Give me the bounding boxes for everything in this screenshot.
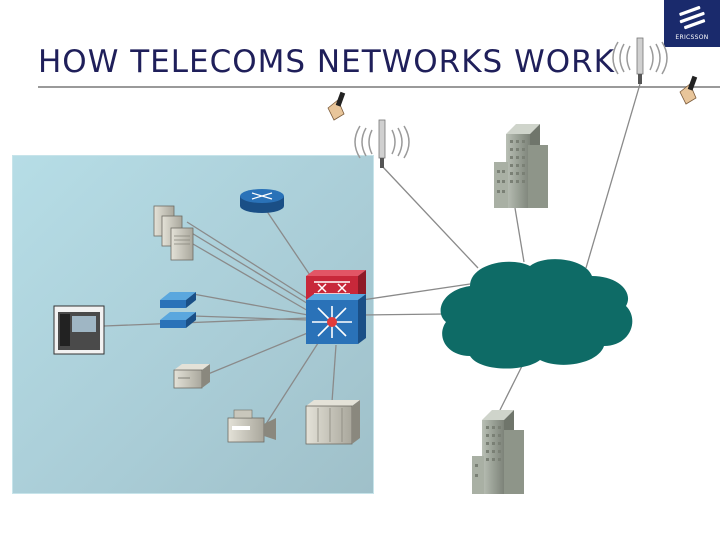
ip-phone-icon: [53, 305, 105, 355]
storage-icon: [173, 364, 210, 389]
slide-title: How telecoms networks work: [38, 44, 616, 80]
router-icon: [240, 189, 284, 213]
title-divider: [38, 86, 720, 88]
mobile-phone-icon: [679, 75, 698, 105]
office-building-icon: [494, 124, 548, 208]
connection-lines: [103, 83, 641, 425]
ericsson-mark-icon: [679, 6, 706, 30]
network-cloud-icon: [440, 259, 633, 369]
mobile-phone-icon: [327, 91, 346, 121]
antenna-tower-icon: [354, 119, 410, 168]
switch-icon: [160, 312, 196, 328]
logo-wordmark: ERICSSON: [675, 34, 709, 41]
office-building-icon: [472, 410, 524, 494]
ericsson-logo: ERICSSON: [664, 0, 720, 47]
antenna-tower-icon: [612, 37, 668, 84]
mainframe-icon: [305, 400, 360, 445]
server-icon: [153, 205, 194, 261]
video-camera-icon: [227, 409, 276, 443]
switch-icon: [160, 292, 196, 308]
multilayer-switch-icon: [306, 294, 366, 344]
